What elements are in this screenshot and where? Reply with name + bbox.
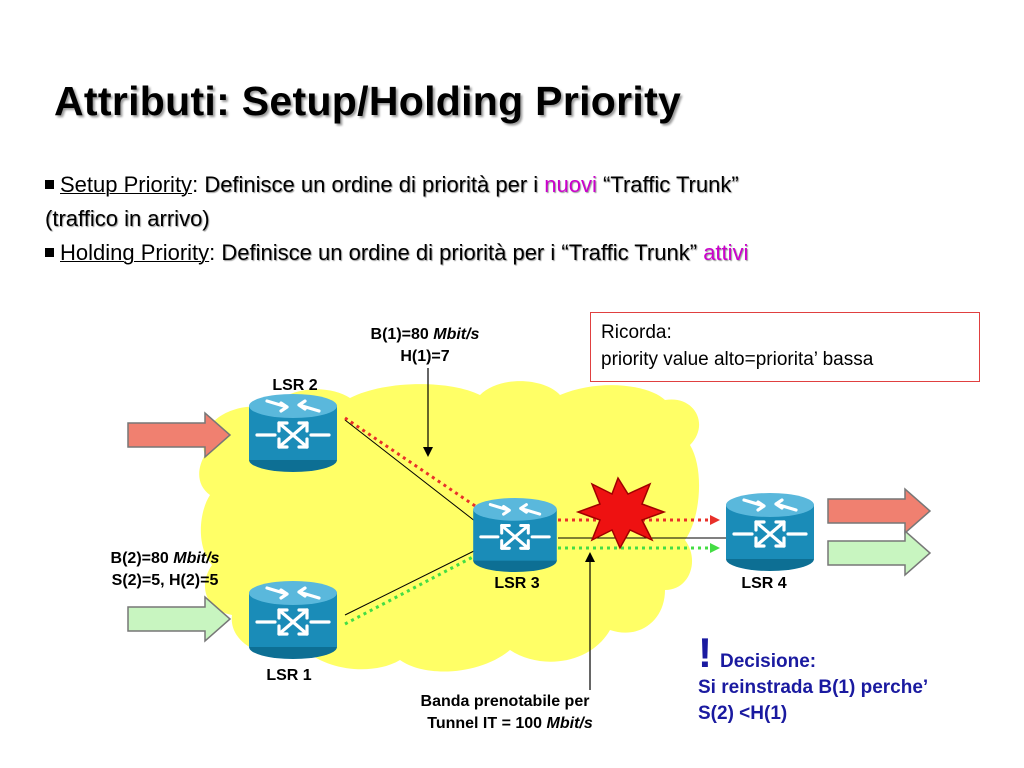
decision-block: ! Decisione: Si reinstrada B(1) perche’ …	[698, 629, 929, 727]
decision-heading: Decisione:	[720, 651, 817, 672]
bullet-square-icon	[45, 248, 54, 257]
ricorda-heading: Ricorda:	[601, 322, 672, 343]
router-lsr1-icon	[247, 579, 339, 661]
setup-priority-term: Setup Priority	[60, 172, 193, 197]
exclamation-icon: !	[698, 629, 712, 676]
holding-priority-highlight: attivi	[703, 240, 749, 265]
tunnel-2-path	[344, 543, 720, 626]
tunnel1-holding-label: H(1)=7	[400, 348, 449, 365]
explosion-icon	[575, 476, 667, 550]
holding-priority-text: Definisce un ordine di priorità per i “T…	[221, 240, 698, 265]
setup-priority-sep: :	[192, 172, 199, 197]
lsr1-label: LSR 1	[266, 667, 311, 684]
ricorda-note-box: Ricorda: priority value alto=priorita’ b…	[590, 312, 980, 382]
arrow-in-red	[127, 411, 232, 459]
tunnel2-priorities-label: S(2)=5, H(2)=5	[112, 572, 219, 589]
arrow-out-red	[827, 487, 932, 535]
setup-priority-line2: (traffico in arrivo)	[45, 206, 210, 231]
physical-links	[344, 419, 730, 616]
bandwidth-label-line1: Banda prenotabile per	[421, 693, 590, 710]
arrow-in-green	[127, 595, 232, 643]
bullet-square-icon	[45, 180, 54, 189]
decision-line1: Si reinstrada B(1) perche’	[698, 677, 929, 698]
tunnel1-bandwidth-label: B(1)=80 Mbit/s	[371, 326, 480, 343]
arrow-out-green	[827, 529, 932, 577]
traffic-arrows	[127, 411, 932, 643]
router-lsr3-icon	[471, 496, 559, 574]
slide-title: Attributi: Setup/Holding Priority	[54, 78, 682, 124]
router-lsr2-icon	[247, 392, 339, 474]
bullet-setup-priority: Setup Priority: Definisce un ordine di p…	[45, 168, 995, 202]
lsr4-label: LSR 4	[741, 575, 786, 592]
bandwidth-label-line2: Tunnel IT = 100 Mbit/s	[427, 715, 593, 732]
router-lsr4-icon	[724, 491, 816, 573]
tunnel2-bandwidth-label: B(2)=80 Mbit/s	[111, 550, 220, 567]
setup-priority-highlight: nuovi	[544, 172, 597, 197]
ricorda-text: priority value alto=priorita’ bassa	[601, 349, 874, 370]
holding-priority-sep: :	[209, 240, 216, 265]
decision-line2: S(2) <H(1)	[698, 703, 788, 724]
decision-header: ! Decisione:	[698, 629, 928, 676]
setup-priority-text: Definisce un ordine di priorità per i	[204, 172, 539, 197]
bullet-holding-priority: Holding Priority: Definisce un ordine di…	[45, 236, 995, 270]
lsr2-label: LSR 2	[272, 377, 317, 394]
lsr3-label: LSR 3	[494, 575, 539, 592]
setup-priority-text-after: “Traffic Trunk”	[603, 172, 739, 197]
holding-priority-term: Holding Priority	[60, 240, 210, 265]
bullet-list: Setup Priority: Definisce un ordine di p…	[45, 168, 995, 270]
